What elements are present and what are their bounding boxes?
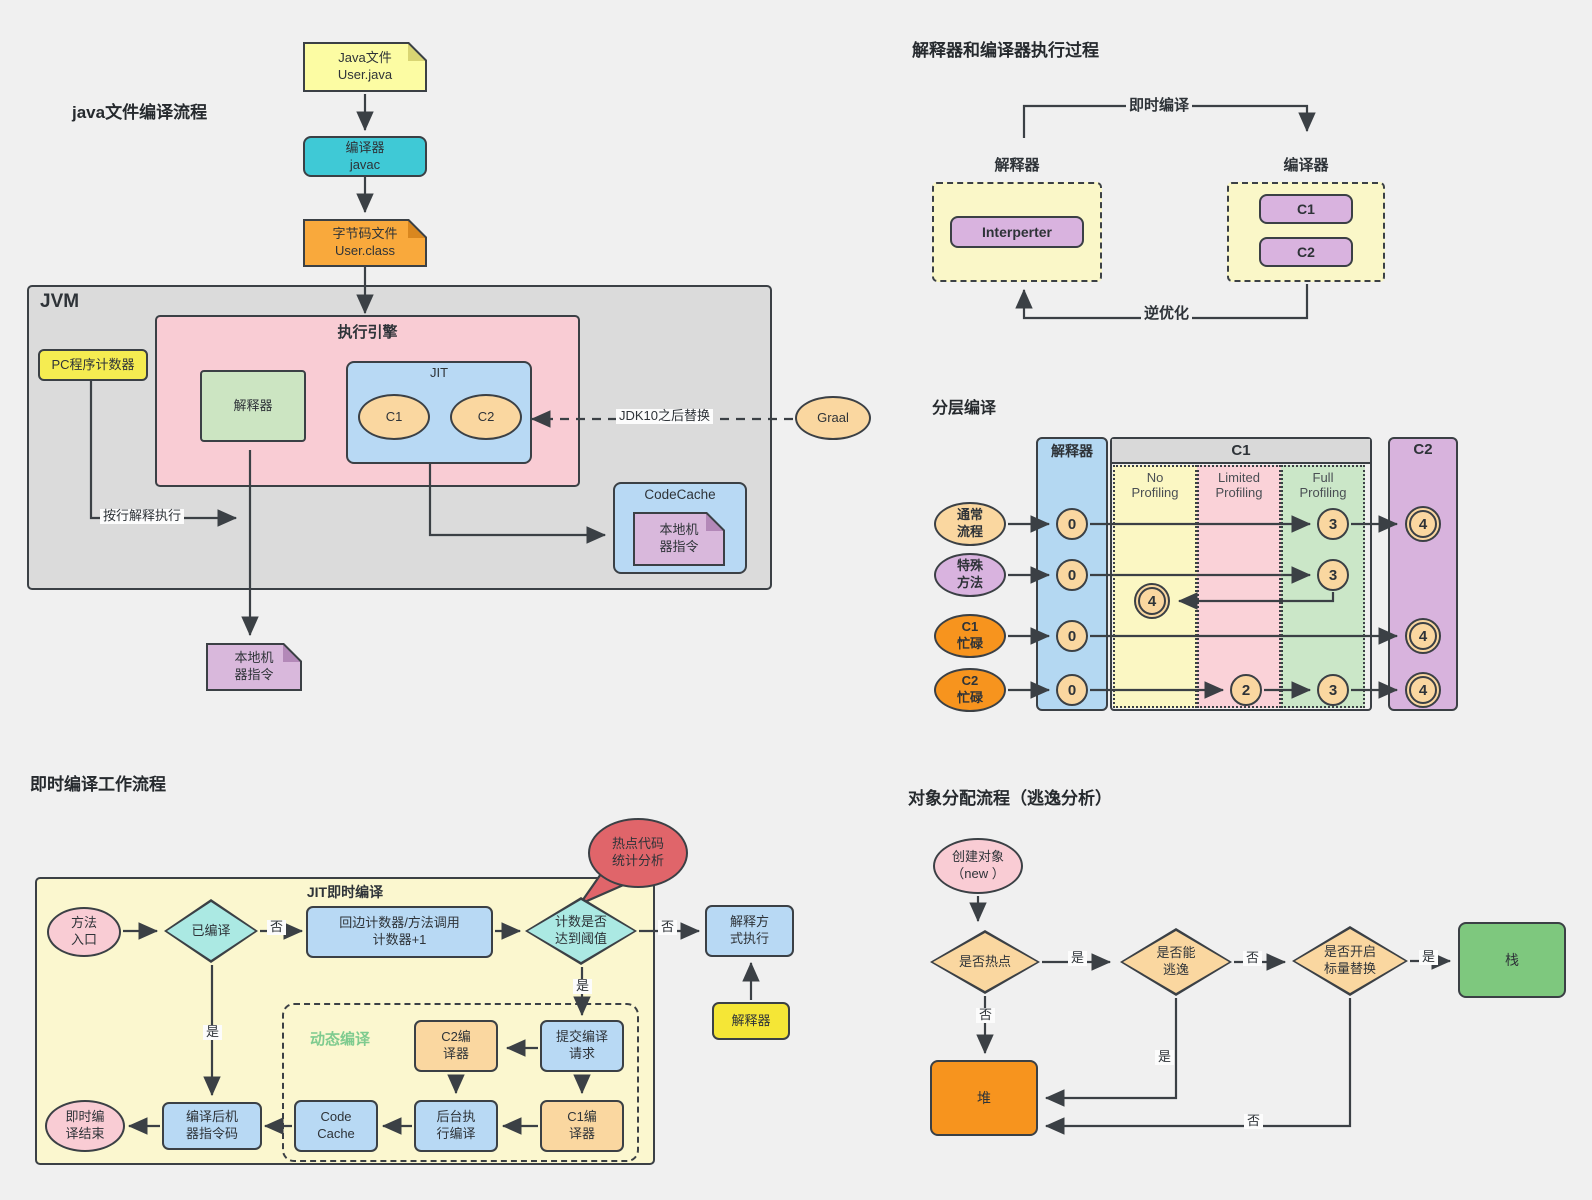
create-object-ellipse: 创建对象 （new ） (933, 838, 1023, 894)
interpreter-box: 解释器 (200, 370, 306, 442)
java-file-note-label: Java文件 User.java (337, 50, 393, 82)
hotspot-diamond-label: 是否热点 (958, 953, 1011, 969)
hot-no-label: 否 (976, 1007, 996, 1023)
submit-request-box: 提交编译 请求 (540, 1020, 624, 1072)
c2-busy-ellipse: C2 忙碌 (934, 668, 1006, 712)
c1-box: C1 (1259, 194, 1353, 224)
code-cache-box: Code Cache (294, 1100, 378, 1152)
threshold-diamond-label: 计数是否 达到阈值 (554, 914, 607, 946)
counter-increment-box: 回边计数器/方法调用 计数器+1 (306, 906, 493, 958)
c1-column-header (1112, 439, 1370, 464)
deoptimize-arrow-label: 逆优化 (1141, 305, 1193, 323)
jit-label: JIT (429, 365, 449, 380)
jit-workflow-title: 即时编译工作流程 (30, 775, 166, 794)
native-instructions-note: 本地机 器指令 (206, 643, 302, 691)
escape-diamond-label: 是否能 逃逸 (1156, 945, 1196, 977)
scalar-yes-label: 是 (1419, 949, 1439, 965)
native-instructions-note-inner: 本地机 器指令 (633, 512, 725, 566)
java-compile-title: java文件编译流程 (72, 103, 208, 122)
compiled-machine-code-box: 编译后机 器指令码 (162, 1102, 262, 1150)
stack-box: 栈 (1458, 922, 1566, 998)
escape-yes-label: 是 (1155, 1049, 1175, 1065)
object-alloc-title: 对象分配流程（逃逸分析） (908, 789, 1112, 808)
level4-c1busy-circle: 4 (1405, 618, 1441, 654)
hot-yes-label: 是 (1068, 950, 1088, 966)
compiled-diamond: 已编译 (164, 899, 258, 963)
tiered-compilation-title: 分层编译 (932, 400, 997, 417)
heap-box: 堆 (930, 1060, 1038, 1136)
scalar-replace-diamond-label: 是否开启 标量替换 (1323, 944, 1376, 976)
jdk10-replace-label: JDK10之后替换 (616, 408, 714, 424)
limited-profiling-label: Limited Profiling (1215, 470, 1263, 500)
c2-column (1388, 437, 1458, 711)
graal-ellipse: Graal (795, 396, 871, 440)
dynamic-compile-label: 动态编译 (310, 1031, 371, 1048)
jvm-label: JVM (40, 291, 80, 312)
level2-c2busy-circle: 2 (1230, 674, 1262, 706)
scalar-no-label: 否 (1244, 1113, 1264, 1129)
pc-counter-box: PC程序计数器 (38, 349, 148, 381)
compiler-header: 编译器 (1283, 157, 1329, 174)
level0-special-circle: 0 (1056, 559, 1088, 591)
c1-compiler-box: C1编 译器 (540, 1100, 624, 1152)
compiled-diamond-label: 已编译 (191, 922, 231, 938)
hotspot-bubble: 热点代码 统计分析 (588, 818, 688, 888)
compiled-yes-label: 是 (203, 1024, 223, 1040)
level4-special-circle: 4 (1134, 583, 1170, 619)
interpreter-header: 解释器 (994, 157, 1040, 174)
dynamic-compile-box (282, 1003, 639, 1162)
threshold-diamond: 计数是否 达到阈值 (525, 897, 637, 965)
level0-c1busy-circle: 0 (1056, 620, 1088, 652)
level0-normal-circle: 0 (1056, 508, 1088, 540)
interpreter-column-header: 解释器 (1051, 443, 1093, 459)
jit-compile-arrow-label: 即时编译 (1126, 97, 1193, 115)
c1-column-header-label: C1 (1231, 442, 1251, 459)
special-method-ellipse: 特殊 方法 (934, 553, 1006, 597)
normal-flow-ellipse: 通常 流程 (934, 502, 1006, 546)
bytecode-note-label: 字节码文件 User.class (332, 226, 398, 258)
execution-engine-label: 执行引擎 (337, 324, 398, 341)
hotspot-diamond: 是否热点 (930, 930, 1040, 994)
full-profiling-label: Full Profiling (1299, 470, 1347, 500)
level0-c2busy-circle: 0 (1056, 674, 1088, 706)
level3-c2busy-circle: 3 (1317, 674, 1349, 706)
jit-workflow-header: JIT即时编译 (306, 884, 384, 900)
native-instructions-label: 本地机 器指令 (234, 650, 274, 682)
interpreter-yellow-box: 解释器 (712, 1002, 790, 1040)
c2-column-header: C2 (1413, 441, 1433, 458)
level4-c2busy-circle: 4 (1405, 672, 1441, 708)
interpret-per-line-label: 按行解释执行 (100, 508, 185, 524)
interpreter-compiler-title: 解释器和编译器执行过程 (912, 41, 1099, 60)
c2-ellipse: C2 (450, 394, 522, 440)
c2-compiler-box: C2编 译器 (414, 1020, 498, 1072)
level3-normal-circle: 3 (1317, 508, 1349, 540)
native-instructions-inner-label: 本地机 器指令 (659, 522, 699, 554)
compiled-no-label: 否 (267, 919, 287, 935)
threshold-no-label: 否 (658, 919, 678, 935)
threshold-yes-label: 是 (573, 978, 593, 994)
no-profiling-label: No Profiling (1131, 470, 1179, 500)
c2-box: C2 (1259, 237, 1353, 267)
codecache-label: CodeCache (644, 487, 716, 502)
background-compile-box: 后台执 行编译 (414, 1100, 498, 1152)
escape-diamond: 是否能 逃逸 (1120, 928, 1232, 996)
interpreted-exec-box: 解释方 式执行 (705, 905, 794, 957)
escape-no-label: 否 (1243, 950, 1263, 966)
method-entry-ellipse: 方法 入口 (47, 907, 121, 957)
java-file-note: Java文件 User.java (303, 42, 427, 92)
jit-end-ellipse: 即时编 译结束 (45, 1100, 125, 1152)
level3-special-circle: 3 (1317, 559, 1349, 591)
limited-profiling-column (1197, 465, 1281, 708)
c1-busy-ellipse: C1 忙碌 (934, 614, 1006, 658)
c1-ellipse: C1 (358, 394, 430, 440)
bytecode-note: 字节码文件 User.class (303, 219, 427, 267)
interperter-box: Interperter (950, 216, 1084, 248)
javac-compiler-box: 编译器 javac (303, 136, 427, 177)
level4-normal-circle: 4 (1405, 506, 1441, 542)
scalar-replace-diamond: 是否开启 标量替换 (1292, 926, 1408, 996)
